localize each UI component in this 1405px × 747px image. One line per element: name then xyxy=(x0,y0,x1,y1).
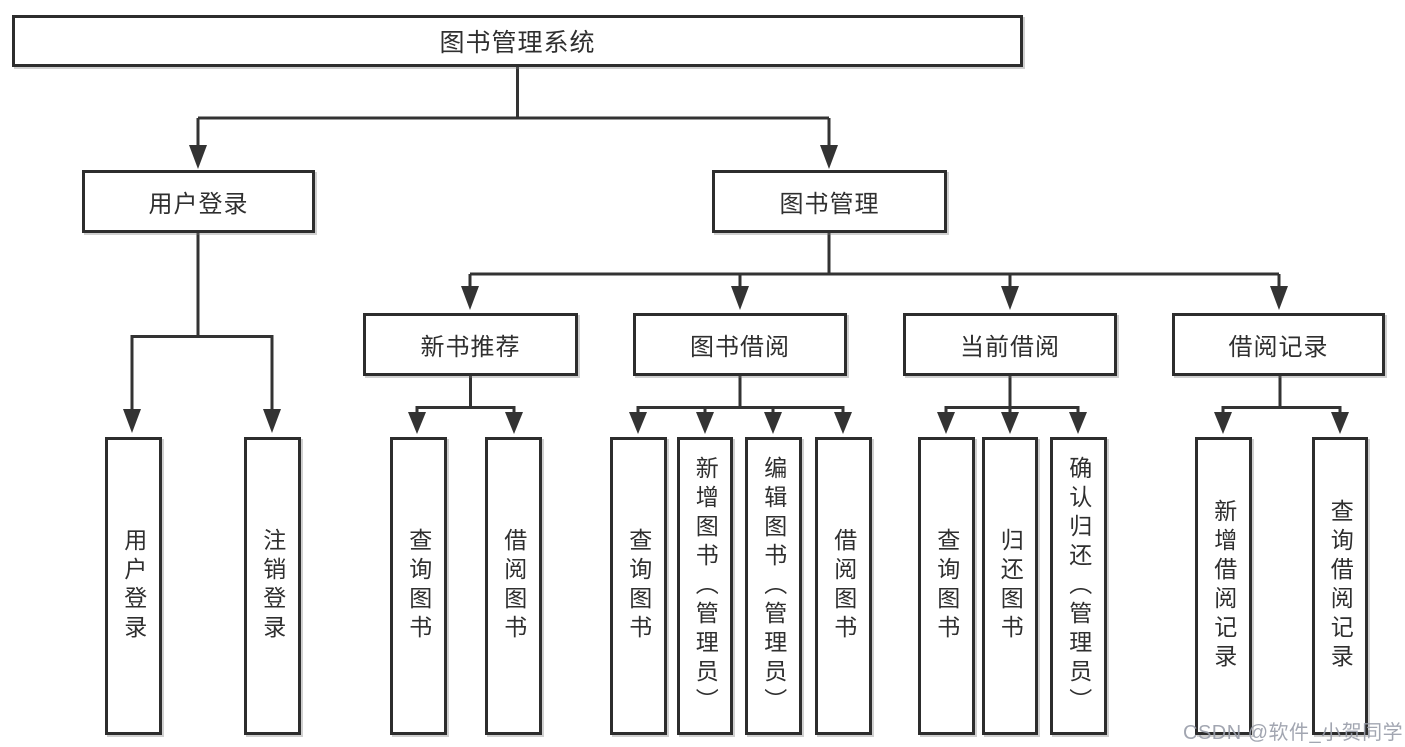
leaf-add-borrow-record: 新增借阅记录 xyxy=(1195,437,1252,735)
leaf-query-books-current: 查询图书 xyxy=(918,437,975,735)
leaf-return-books: 归还图书 xyxy=(982,437,1038,735)
node-new-book-recommendation: 新书推荐 xyxy=(363,313,578,376)
node-label: 新书推荐 xyxy=(420,334,521,361)
node-label: 新增图书（管理员） xyxy=(692,455,719,717)
csdn-watermark: CSDN @软件_小贺同学 xyxy=(1183,722,1404,744)
node-label: 借阅图书 xyxy=(830,528,857,644)
node-label: 查询图书 xyxy=(933,528,960,644)
node-user-login: 用户登录 xyxy=(82,170,315,233)
node-label: 查询图书 xyxy=(625,528,652,644)
node-current-borrowing: 当前借阅 xyxy=(903,313,1117,376)
node-label: 借阅记录 xyxy=(1228,334,1329,361)
node-label: 确认归还（管理员） xyxy=(1065,455,1092,717)
leaf-borrow-books-recommend: 借阅图书 xyxy=(485,437,542,735)
node-book-borrowing: 图书借阅 xyxy=(633,313,847,376)
leaf-query-books-recommend: 查询图书 xyxy=(390,437,447,735)
node-label: 图书管理 xyxy=(779,191,880,218)
node-label: 归还图书 xyxy=(997,528,1024,644)
node-label: 查询图书 xyxy=(405,528,432,644)
node-label: 借阅图书 xyxy=(500,528,527,644)
node-label: 用户登录 xyxy=(120,528,147,644)
node-label: 查询借阅记录 xyxy=(1327,499,1354,673)
node-label: 用户登录 xyxy=(148,191,249,218)
node-label: 编辑图书（管理员） xyxy=(760,455,787,717)
node-library-management-system: 图书管理系统 xyxy=(12,15,1023,67)
node-label: 新增借阅记录 xyxy=(1210,499,1237,673)
arrowheads xyxy=(123,145,1349,434)
leaf-confirm-return-admin: 确认归还（管理员） xyxy=(1050,437,1107,735)
node-label: 图书借阅 xyxy=(690,334,790,361)
node-borrowing-records: 借阅记录 xyxy=(1172,313,1385,376)
leaf-logout: 注销登录 xyxy=(244,437,301,735)
node-label: 注销登录 xyxy=(259,528,286,644)
leaf-edit-book-admin: 编辑图书（管理员） xyxy=(745,437,802,735)
leaf-user-login: 用户登录 xyxy=(105,437,162,735)
leaf-query-borrow-record: 查询借阅记录 xyxy=(1312,437,1368,735)
leaf-borrow-books-borrowing: 借阅图书 xyxy=(815,437,872,735)
leaf-query-books-borrowing: 查询图书 xyxy=(610,437,667,735)
node-label: 当前借阅 xyxy=(960,334,1060,361)
node-label: 图书管理系统 xyxy=(439,29,596,57)
leaf-add-book-admin: 新增图书（管理员） xyxy=(677,437,733,735)
node-book-management: 图书管理 xyxy=(712,170,947,233)
